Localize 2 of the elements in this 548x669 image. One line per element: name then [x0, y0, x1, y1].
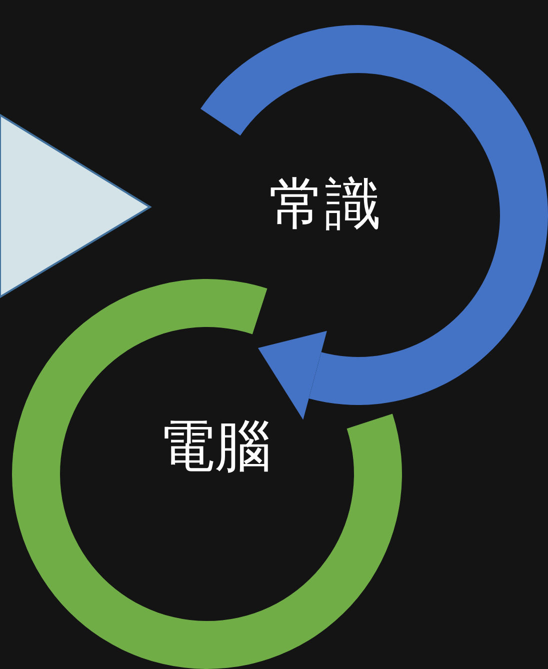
node-label: 電腦 [159, 419, 271, 475]
node-label: 常識 [269, 177, 381, 233]
